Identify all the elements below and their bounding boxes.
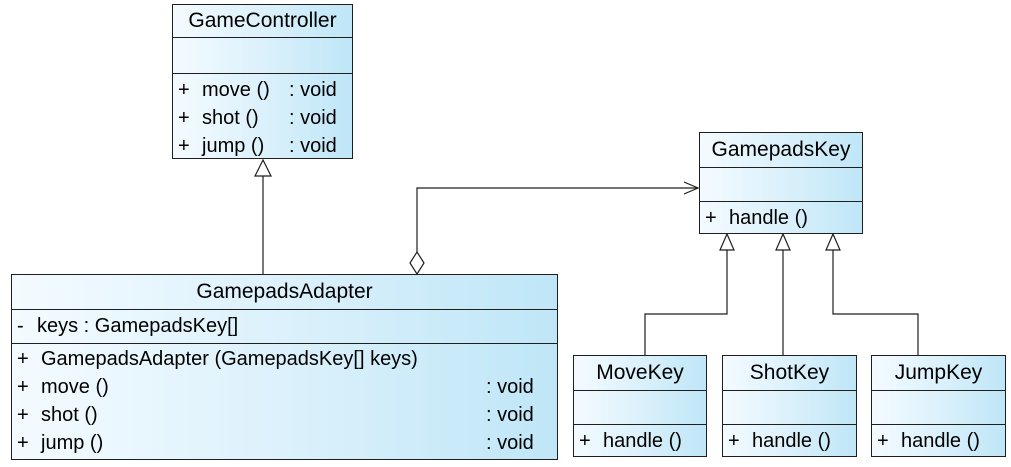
class-game-controller[interactable]: GameController +move () : void +shot () … — [172, 4, 353, 159]
attributes-section — [700, 167, 862, 201]
generalization-arrowhead-shotkey — [775, 232, 791, 251]
class-name: ShotKey — [749, 361, 830, 384]
class-name: MoveKey — [596, 361, 684, 384]
class-jump-key[interactable]: JumpKey +handle () — [871, 355, 1006, 457]
generalization-arrowhead-controller — [254, 158, 272, 177]
attributes-section — [173, 37, 352, 73]
generalization-line-jumpkey — [832, 250, 919, 356]
operation-row: +handle () — [877, 430, 980, 452]
class-name: GamepadsAdapter — [196, 280, 373, 303]
operations-section: +handle () — [872, 424, 1005, 456]
operation-row: +shot () : void — [17, 404, 534, 426]
operation-row: +jump () : void — [178, 135, 337, 157]
operation-row: +move () : void — [178, 79, 337, 101]
operations-section: +handle () — [574, 424, 706, 456]
operation-row: +handle () — [579, 430, 682, 452]
operation-row: +GamepadsAdapter (GamepadsKey[] keys) — [17, 348, 418, 370]
aggregation-arrowhead — [683, 181, 700, 195]
attributes-section: -keys : GamepadsKey[] — [12, 309, 557, 343]
class-move-key[interactable]: MoveKey +handle () — [573, 355, 707, 457]
attributes-section — [872, 390, 1005, 424]
class-name: GamepadsKey — [711, 138, 851, 161]
attributes-section — [574, 390, 706, 424]
aggregation-line — [416, 187, 698, 252]
class-gamepads-key[interactable]: GamepadsKey +handle () — [699, 132, 863, 234]
operation-row: +handle () — [705, 207, 808, 229]
aggregation-diamond — [409, 250, 425, 276]
operations-section: +handle () — [723, 424, 856, 456]
operation-row: +jump () : void — [17, 432, 534, 454]
operations-section: +handle () — [700, 201, 862, 233]
generalization-arrowhead-movekey — [719, 232, 735, 251]
operations-section: +GamepadsAdapter (GamepadsKey[] keys) +m… — [12, 343, 557, 459]
generalization-line-movekey — [644, 250, 728, 356]
attributes-section — [723, 390, 856, 424]
class-name: JumpKey — [894, 361, 983, 384]
operation-row: +handle () — [728, 430, 831, 452]
class-gamepads-adapter[interactable]: GamepadsAdapter -keys : GamepadsKey[] +G… — [11, 274, 558, 460]
attribute-row: -keys : GamepadsKey[] — [17, 315, 239, 337]
operation-row: +shot () : void — [178, 107, 337, 129]
class-name: GameController — [188, 9, 337, 32]
class-shot-key[interactable]: ShotKey +handle () — [722, 355, 857, 457]
operations-section: +move () : void +shot () : void +jump ()… — [173, 73, 352, 158]
operation-row: +move () : void — [17, 376, 534, 398]
generalization-arrowhead-jumpkey — [825, 232, 841, 251]
